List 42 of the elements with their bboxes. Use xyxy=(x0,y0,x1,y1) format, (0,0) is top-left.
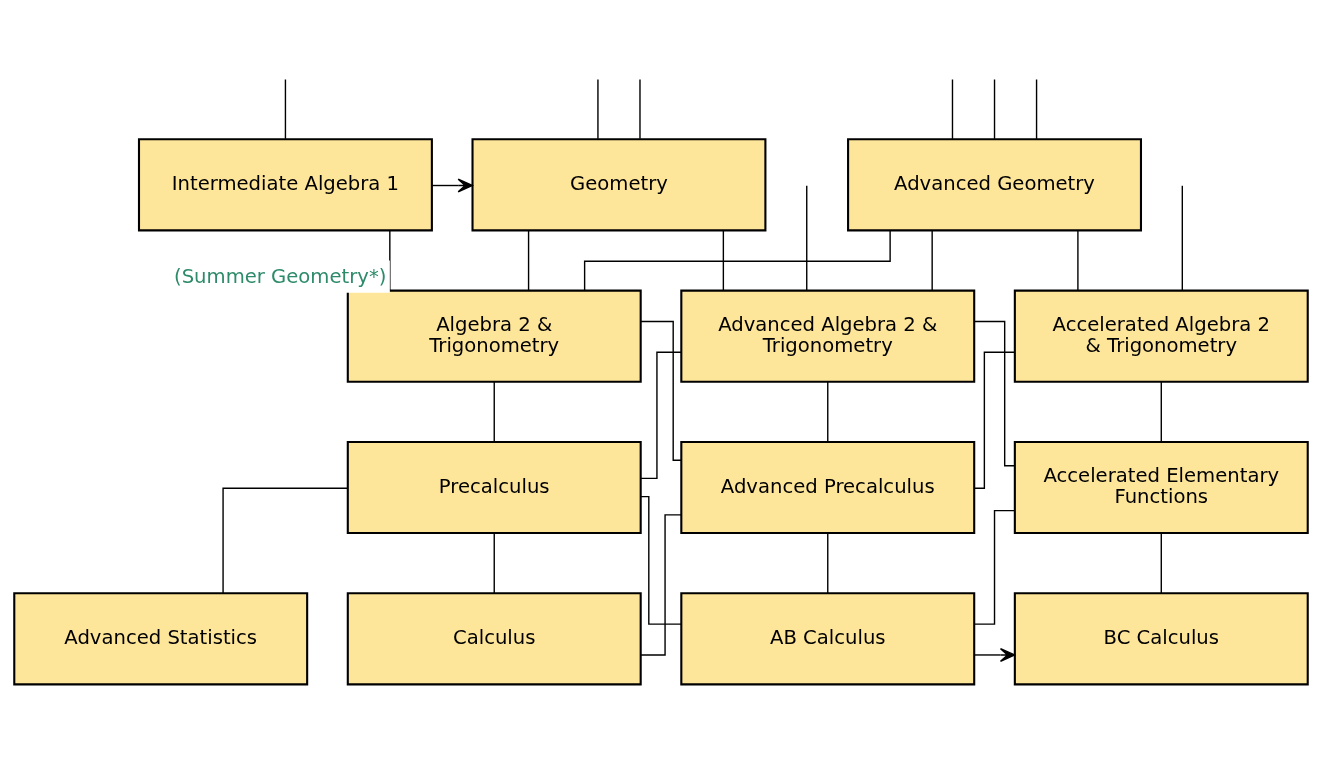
node-box: Advanced Precalculus xyxy=(680,440,976,534)
node-box: Advanced Algebra 2 & Trigonometry xyxy=(680,289,976,383)
connector xyxy=(722,229,725,291)
arrow xyxy=(431,178,473,192)
arrow xyxy=(973,647,1016,662)
connector xyxy=(973,351,1016,489)
connector xyxy=(1160,532,1162,594)
connector xyxy=(640,351,682,479)
connector xyxy=(827,380,829,443)
node-box: Accelerated Elementary Functions xyxy=(1013,440,1309,534)
connector xyxy=(284,78,287,140)
connector xyxy=(640,495,682,625)
connector xyxy=(493,532,495,594)
connector xyxy=(974,509,1015,625)
connector xyxy=(1181,184,1183,291)
connector xyxy=(222,487,349,594)
connector xyxy=(493,380,495,443)
node-box: Intermediate Algebra 1 xyxy=(137,137,433,231)
node-box: Accelerated Algebra 2 & Trigonometry xyxy=(1013,289,1309,383)
connector xyxy=(527,229,530,291)
connector xyxy=(1035,78,1038,140)
node-box: Advanced Statistics xyxy=(13,591,309,685)
node-box: Geometry xyxy=(471,137,767,231)
connector xyxy=(640,320,682,461)
connector xyxy=(973,320,1016,466)
connector xyxy=(993,78,996,140)
connector xyxy=(951,78,954,140)
node-box: BC Calculus xyxy=(1013,591,1309,685)
node-box: AB Calculus xyxy=(680,591,976,685)
node-box: Algebra 2 & Trigonometry xyxy=(346,289,642,383)
connector xyxy=(583,229,891,291)
connector xyxy=(597,78,599,140)
connector xyxy=(806,184,808,291)
connector xyxy=(931,229,933,291)
connector xyxy=(1160,380,1162,443)
node-box: Precalculus xyxy=(346,440,642,534)
edge-label: (Summer Geometry*) xyxy=(174,264,387,288)
connector xyxy=(639,78,641,140)
connector xyxy=(1077,229,1079,291)
node-box: Calculus xyxy=(346,591,642,685)
connector xyxy=(827,532,829,594)
node-box: Advanced Geometry xyxy=(847,137,1142,231)
